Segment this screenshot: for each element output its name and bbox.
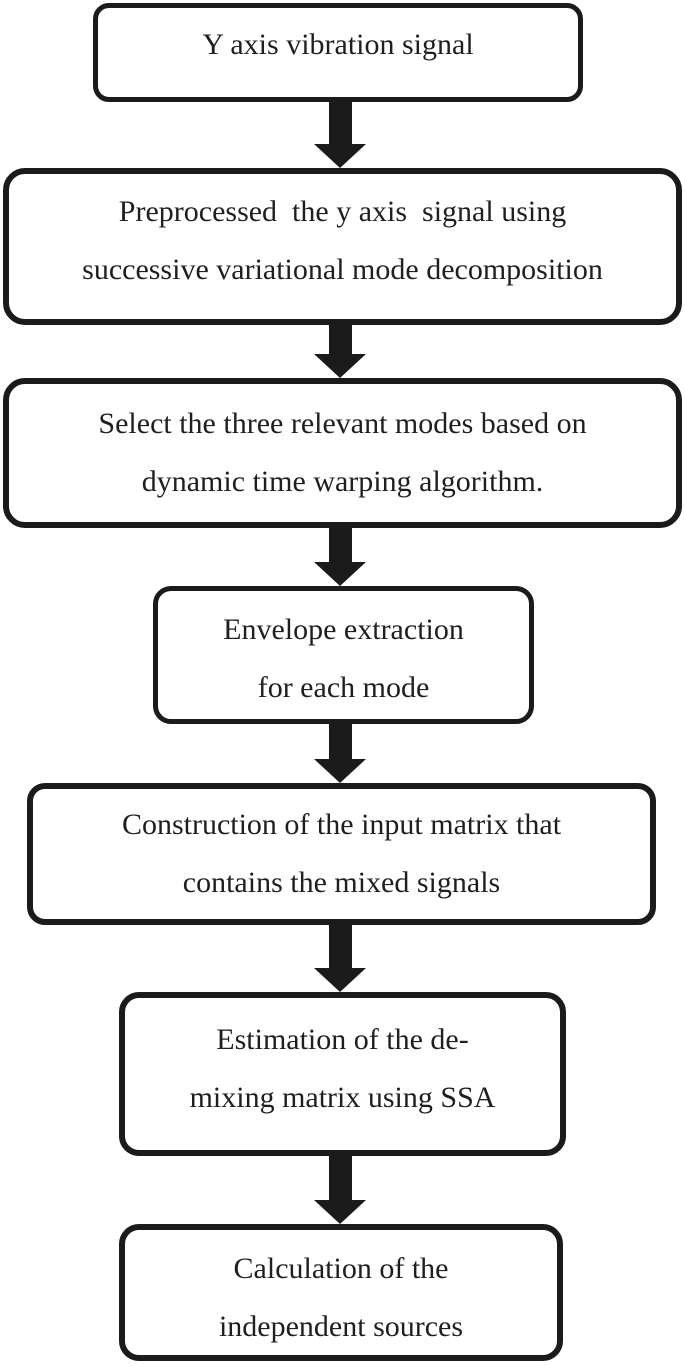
arrow-head bbox=[314, 1200, 366, 1224]
arrow-shaft bbox=[328, 724, 352, 759]
flow-step-2-box: Preprocessed the y axis signal using suc… bbox=[3, 168, 682, 325]
down-arrow-icon-4 bbox=[314, 724, 366, 783]
flow-step-5-box: Construction of the input matrix that co… bbox=[27, 783, 656, 925]
down-arrow-icon-6 bbox=[314, 1156, 366, 1224]
flow-step-3-text-line-2: dynamic time warping algorithm. bbox=[141, 465, 544, 498]
flow-step-2-text-line-2: successive variational mode decompositio… bbox=[82, 252, 603, 286]
flow-step-1-box: Y axis vibration signal bbox=[93, 3, 583, 102]
flow-step-3-text-line-1: Select the three relevant modes based on bbox=[98, 407, 587, 440]
flow-step-4-box: Envelope extraction for each mode bbox=[153, 586, 534, 724]
down-arrow-icon-5 bbox=[314, 925, 366, 992]
arrow-head bbox=[314, 759, 366, 783]
arrow-head bbox=[314, 144, 366, 168]
flow-step-7-text-line-2: independent sources bbox=[218, 1309, 464, 1343]
arrow-shaft bbox=[328, 325, 352, 354]
flow-step-2-text-line-1: Preprocessed the y axis signal using bbox=[118, 194, 567, 228]
arrow-head bbox=[314, 354, 366, 378]
flow-step-7-text-line-1: Calculation of the bbox=[233, 1251, 449, 1285]
flow-step-5-text-line-2: contains the mixed signals bbox=[182, 866, 501, 899]
flow-step-4-text-line-2: for each mode bbox=[257, 671, 430, 704]
flow-step-6-box: Estimation of the de- mixing matrix usin… bbox=[119, 992, 566, 1156]
flow-step-7-box: Calculation of the independent sources bbox=[119, 1224, 563, 1361]
arrow-shaft bbox=[328, 528, 352, 562]
down-arrow-icon-2 bbox=[314, 325, 366, 378]
flow-step-6-text-line-2: mixing matrix using SSA bbox=[189, 1081, 496, 1114]
flow-step-3-box: Select the three relevant modes based on… bbox=[3, 378, 682, 528]
arrow-shaft bbox=[328, 925, 352, 968]
flow-step-1-text: Y axis vibration signal bbox=[202, 27, 474, 61]
down-arrow-icon-3 bbox=[314, 528, 366, 586]
arrow-head bbox=[314, 968, 366, 992]
flow-step-6-text-line-1: Estimation of the de- bbox=[216, 1023, 469, 1056]
arrow-shaft bbox=[328, 102, 352, 144]
arrow-head bbox=[314, 562, 366, 586]
down-arrow-icon-1 bbox=[314, 102, 366, 168]
flow-step-5-text-line-1: Construction of the input matrix that bbox=[121, 808, 562, 841]
flow-step-4-text-line-1: Envelope extraction bbox=[223, 613, 464, 646]
arrow-shaft bbox=[328, 1156, 352, 1200]
